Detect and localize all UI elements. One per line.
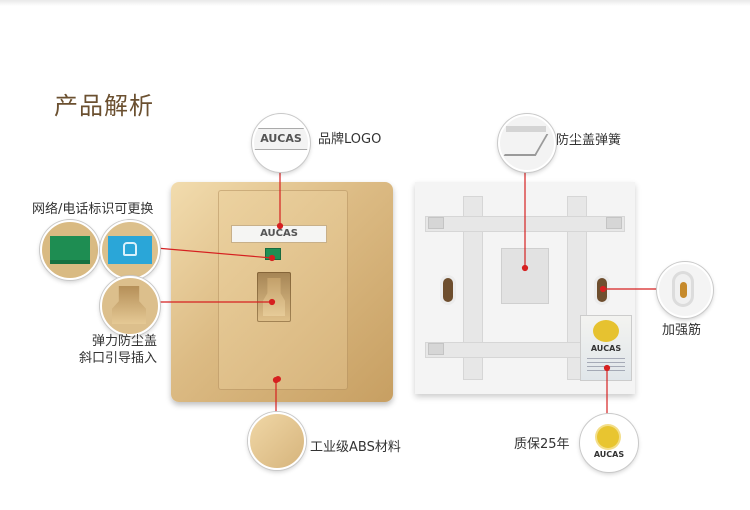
zoom-dust-cover (100, 276, 160, 336)
label-warranty: 质保25年 (514, 437, 570, 452)
zoom-logo: AUCAS (252, 114, 310, 172)
label-spring: 防尘盖弹簧 (556, 133, 622, 148)
warranty-brand: AUCAS (593, 450, 625, 459)
spring-bar (506, 126, 546, 132)
zoom-network-tag (40, 220, 100, 280)
back-panel-image: AUCAS (415, 182, 635, 394)
back-port-housing (501, 248, 549, 304)
page-title: 产品解析 (54, 92, 154, 120)
back-clip (429, 218, 443, 228)
label-dust-cover-2: 斜口引导插入 (79, 351, 158, 366)
front-id-tag (265, 248, 281, 260)
zoom-phone-tag (100, 220, 160, 280)
dust-cover-icon (112, 286, 146, 324)
warranty-seal-icon (597, 426, 619, 448)
label-abs: 工业级ABS材料 (310, 440, 401, 455)
label-logo: 品牌LOGO (318, 132, 382, 147)
sticker-brand: AUCAS (590, 344, 622, 353)
screw-slot (597, 278, 607, 302)
zoom-abs-material (248, 412, 306, 470)
front-logo-label: AUCAS (231, 225, 327, 243)
label-reinforce: 加强筋 (662, 323, 702, 338)
front-material-dot (275, 376, 281, 382)
back-clip (429, 344, 443, 354)
back-rib (463, 196, 483, 380)
spring-wire-icon (503, 134, 549, 156)
zoom-reinforce (657, 262, 713, 318)
front-panel-image: AUCAS (171, 182, 393, 402)
zoom-warranty: AUCAS (580, 414, 638, 472)
zoom-spring (498, 114, 556, 172)
zoom-logo-text: AUCAS (254, 128, 308, 150)
warranty-badge-icon (593, 320, 619, 342)
phone-tag-icon (108, 236, 152, 264)
back-rib (425, 216, 625, 232)
network-tag-icon (50, 236, 90, 264)
front-rj45-port (257, 272, 291, 322)
screw-slot (443, 278, 453, 302)
warranty-sticker: AUCAS (581, 316, 631, 380)
back-clip (607, 218, 621, 228)
top-divider (0, 0, 750, 6)
back-rib (425, 342, 625, 358)
label-replaceable-tag: 网络/电话标识可更换 (32, 202, 154, 217)
sticker-fine-print (587, 358, 625, 374)
label-dust-cover-1: 弹力防尘盖 (92, 334, 158, 349)
rib-core-icon (680, 282, 687, 298)
